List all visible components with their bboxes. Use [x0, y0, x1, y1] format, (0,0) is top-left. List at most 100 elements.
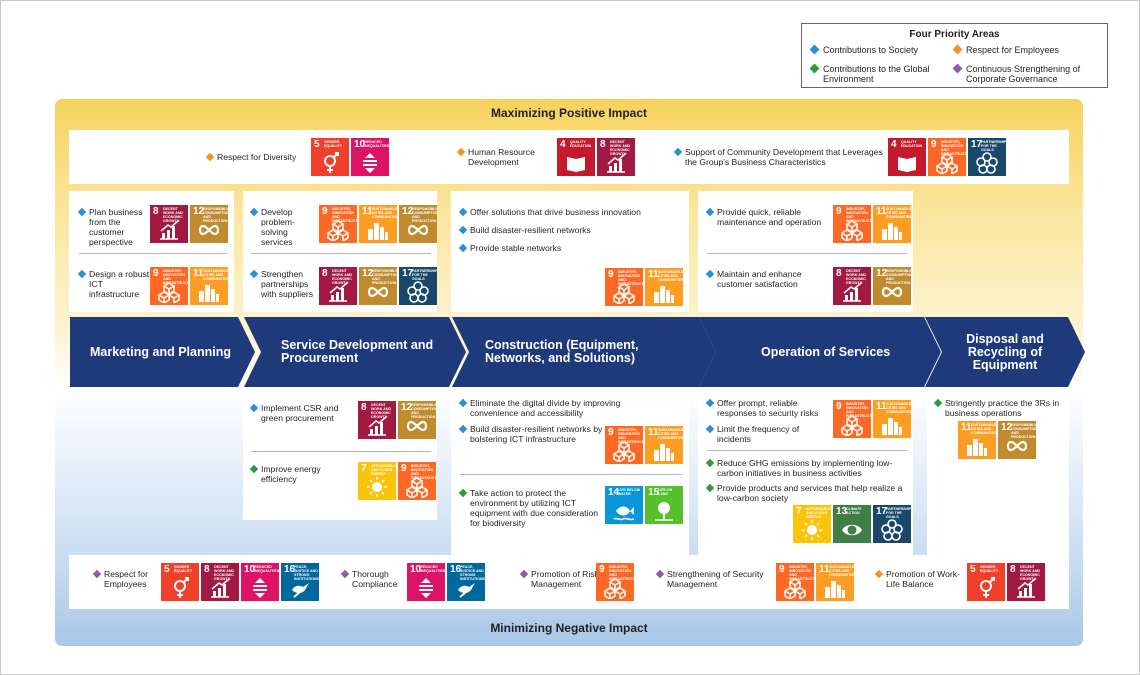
- legend-label: Respect for Employees: [966, 45, 1060, 55]
- sdg-title: INDUSTRY, INNOVATION AND INFRASTRUCTURE: [789, 565, 814, 581]
- sdg-title: QUALITY EDUCATION: [901, 140, 923, 148]
- flower-icon: [407, 281, 429, 303]
- sdg-number: 11: [193, 268, 204, 279]
- sdg-number: 9: [931, 139, 937, 150]
- legend-box: Four Priority Areas Contributions to Soc…: [801, 23, 1108, 88]
- sdg-number: 12: [193, 206, 205, 217]
- operation-positive-box: Provide quick, reliable maintenance and …: [698, 191, 913, 312]
- sdg-title: RESPONSIBLE CONSUMPTION AND PRODUCTION: [886, 269, 911, 285]
- cubes-icon: [784, 578, 806, 599]
- sdg-title: GENDER EQUALITY: [980, 565, 999, 573]
- value-chain-panel: Maximizing Positive Impact Minimizing Ne…: [55, 99, 1083, 646]
- diamond-icon: [705, 398, 715, 408]
- sdg-number: 8: [361, 402, 367, 413]
- diamond-icon: [205, 152, 215, 162]
- city-icon: [368, 223, 388, 240]
- sdg-title: CLIMATE ACTION: [846, 507, 862, 515]
- stage-label: Disposal and Recycling of Equipment: [966, 331, 1044, 372]
- cubes-icon: [158, 282, 180, 303]
- sdg-7-tile: 7 AFFORDABLE AND CLEAN ENERGY: [793, 505, 831, 543]
- sdg-title: AFFORDABLE AND CLEAN ENERGY: [806, 507, 831, 519]
- sdg-number: 5: [970, 564, 976, 575]
- operation-negative-box: Offer prompt, reliable responses to secu…: [698, 389, 913, 555]
- sdg-title: REDUCED INEQUALITIES: [254, 565, 279, 573]
- legend-item-governance: Continuous Strengthening of Corporate Go…: [952, 63, 1118, 84]
- sdg-number: 12: [1001, 422, 1013, 433]
- diamond-icon: [809, 63, 820, 74]
- cubes-icon: [613, 441, 635, 462]
- initiative: Offer prompt, reliable responses to secu…: [705, 398, 832, 418]
- sdg-number: 10: [244, 564, 256, 575]
- gender-icon: [324, 152, 339, 173]
- legend-title: Four Priority Areas: [909, 29, 1000, 40]
- sdg-title: PARTNERSHIPS FOR THE GOALS: [886, 507, 911, 519]
- sdg-number: 4: [560, 139, 566, 150]
- diamond-icon: [456, 147, 466, 157]
- diamond-icon: [458, 488, 468, 498]
- stage-label: Service Development and Procurement: [281, 338, 434, 365]
- growth-chart-icon: [160, 220, 179, 240]
- sdg-title: INDUSTRY, INNOVATION AND INFRASTRUCTURE: [941, 140, 966, 156]
- sdg-title: GENDER EQUALITY: [324, 140, 343, 148]
- legend-label: Contributions to the Global Environment: [823, 64, 930, 84]
- stage-arrow-disposal: Disposal and Recycling of Equipment: [925, 317, 1085, 387]
- sdg-number: 7: [361, 463, 367, 474]
- initiative-label: Promotion of Work-Life Balance: [886, 569, 960, 589]
- arrow-shape: [244, 317, 466, 387]
- sdg-title: RESPONSIBLE CONSUMPTION AND PRODUCTION: [203, 207, 228, 223]
- sdg-title: SUSTAINABLE CITIES AND COMMUNITIES: [829, 565, 854, 577]
- sdg-number: 16: [450, 564, 462, 575]
- sdg-number: 5: [164, 564, 170, 575]
- diamond-icon: [705, 269, 715, 279]
- initiative-security: Strengthening of Security Management: [655, 569, 782, 589]
- stage-arrow-construction: Construction (Equipment, Networks, and S…: [452, 317, 716, 387]
- sdg-number: 14: [608, 487, 620, 498]
- disposal-negative-box: Stringently practice the 3Rs in business…: [927, 389, 1069, 555]
- initiative: Take action to protect the environment b…: [458, 488, 605, 528]
- sdg-number: 10: [354, 139, 366, 150]
- sdg-17-tile: 17PARTNERSHIPS FOR THE GOALS: [968, 138, 1006, 176]
- sdg-number: 7: [796, 506, 802, 517]
- initiative-hr-development: Human Resource Development: [456, 147, 568, 167]
- infinity-icon: [406, 420, 428, 432]
- sdg-number: 11: [648, 269, 659, 280]
- cubes-icon: [841, 220, 863, 241]
- sdg-title: DECENT WORK AND ECONOMIC GROWTH: [332, 269, 353, 285]
- initiative: Provide products and services that help …: [705, 483, 917, 503]
- diamond-icon: [458, 243, 468, 253]
- initiative-compliance: Thorough Compliance: [340, 569, 417, 589]
- sdg-title: RESPONSIBLE CONSUMPTION AND PRODUCTION: [412, 207, 437, 223]
- legend-label: Continuous Strengthening of Corporate Go…: [966, 64, 1081, 84]
- gender-icon: [980, 577, 995, 598]
- sdg-number: 8: [1010, 564, 1016, 575]
- infinity-icon: [198, 224, 220, 236]
- city-icon: [199, 285, 219, 302]
- legend-item-society: Contributions to Society: [809, 44, 963, 55]
- initiative-label: Provide products and services that help …: [717, 483, 903, 503]
